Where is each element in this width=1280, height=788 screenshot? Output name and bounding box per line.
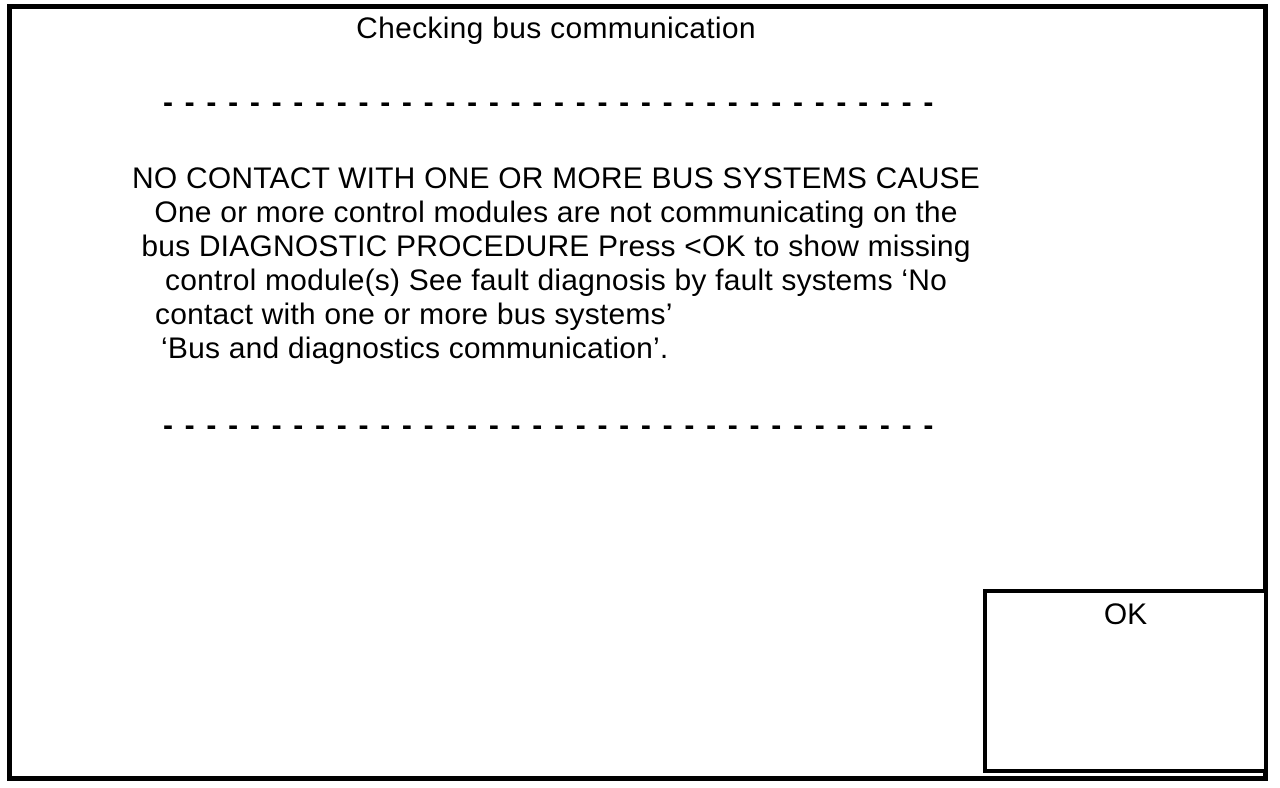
separator-top: - - - - - - - - - - - - - - - - - - - - … (162, 86, 936, 119)
message-line: bus DIAGNOSTIC PROCEDURE Press <OK to sh… (141, 230, 971, 263)
ok-button-label: OK (1103, 598, 1148, 631)
separator-bottom: - - - - - - - - - - - - - - - - - - - - … (162, 409, 936, 442)
message-text: NO CONTACT WITH ONE OR MORE BUS SYSTEMS … (0, 162, 1112, 366)
message-line: ‘Bus and diagnostics communication’. (161, 332, 669, 365)
message-line: control module(s) See fault diagnosis by… (165, 264, 947, 297)
message-line: contact with one or more bus systems’ (155, 298, 673, 331)
message-line: NO CONTACT WITH ONE OR MORE BUS SYSTEMS … (132, 162, 980, 195)
message-line: One or more control modules are not comm… (154, 196, 958, 229)
ok-button[interactable]: OK (983, 589, 1268, 773)
screen-title: Checking bus communication (356, 12, 756, 45)
